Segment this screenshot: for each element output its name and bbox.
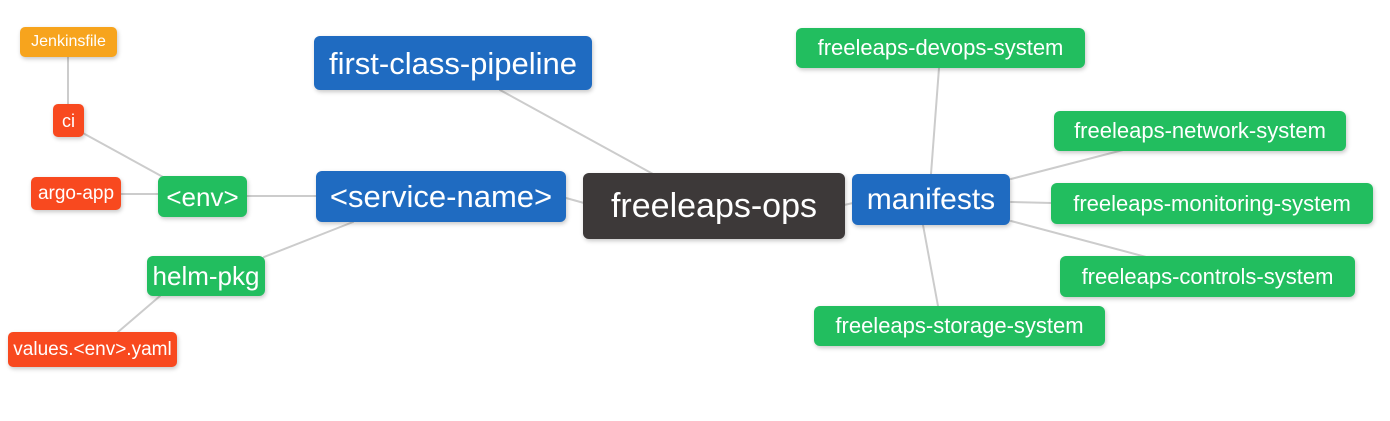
edge-manifests-monitoring-system <box>1010 201 1053 204</box>
node-manifests[interactable]: manifests <box>852 174 1010 225</box>
edge-first-class-pipeline-center <box>499 89 654 175</box>
node-env[interactable]: <env> <box>158 176 247 217</box>
node-freeleaps-network-system[interactable]: freeleaps-network-system <box>1054 111 1346 151</box>
node-freeleaps-monitoring-system[interactable]: freeleaps-monitoring-system <box>1051 183 1373 224</box>
node-first-class-pipeline[interactable]: first-class-pipeline <box>314 36 592 90</box>
edge-service-name-helm-pkg <box>263 221 354 258</box>
edge-ci-env <box>80 131 164 178</box>
node-freeleaps-ops[interactable]: freeleaps-ops <box>583 173 845 239</box>
edge-manifests-network-system <box>1010 149 1124 180</box>
edge-manifests-controls-system <box>1010 220 1151 259</box>
node-freeleaps-storage-system[interactable]: freeleaps-storage-system <box>814 306 1105 346</box>
edge-devops-system-manifests <box>930 67 940 175</box>
node-freeleaps-controls-system[interactable]: freeleaps-controls-system <box>1060 256 1355 297</box>
edge-helm-pkg-values-env-yaml <box>117 295 161 333</box>
node-values-env-yaml[interactable]: values.<env>.yaml <box>8 332 177 367</box>
edge-manifests-storage-system <box>922 224 939 307</box>
node-service-name[interactable]: <service-name> <box>316 171 566 222</box>
node-argo-app[interactable]: argo-app <box>31 177 121 210</box>
edge-service-name-center <box>565 197 585 204</box>
node-jenkinsfile[interactable]: Jenkinsfile <box>20 27 117 57</box>
edge-center-manifests <box>843 202 854 206</box>
node-freeleaps-devops-system[interactable]: freeleaps-devops-system <box>796 28 1085 68</box>
node-helm-pkg[interactable]: helm-pkg <box>147 256 265 296</box>
node-ci[interactable]: ci <box>53 104 84 137</box>
